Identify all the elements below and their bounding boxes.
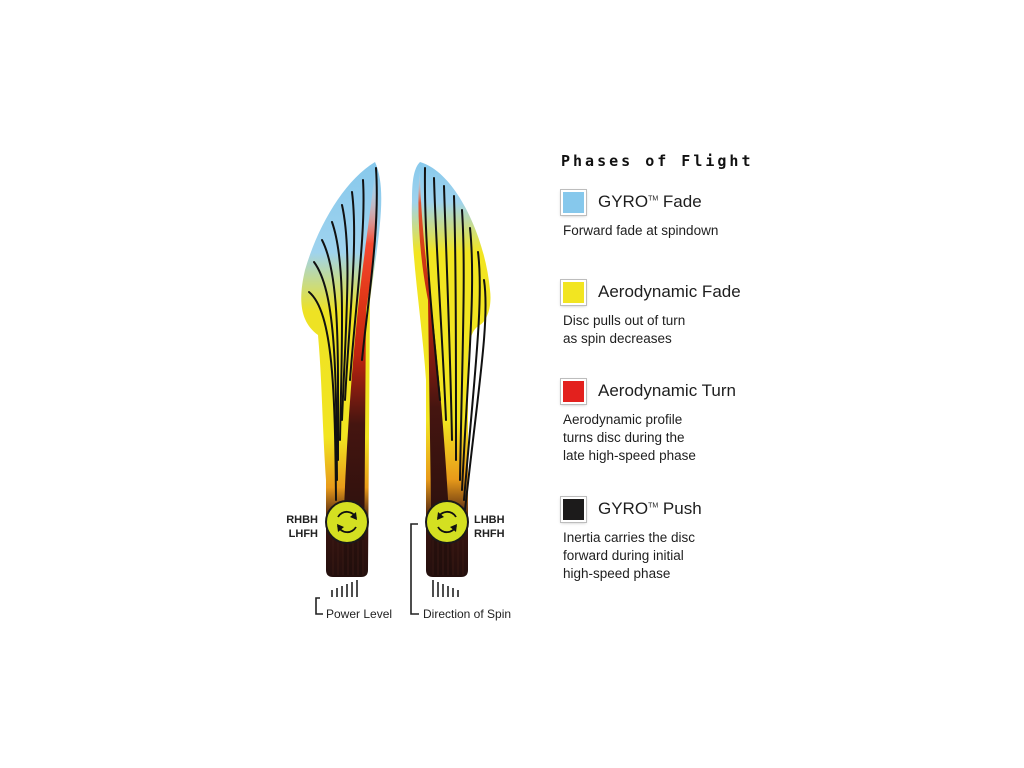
right-path-flow-lines xyxy=(423,167,487,511)
left-throw-type-1: RHBH xyxy=(286,514,318,526)
trademark-mark: TM xyxy=(648,195,659,203)
phase-description: Disc pulls out of turn as spin decreases xyxy=(563,313,686,346)
right-spin-icon xyxy=(425,500,469,544)
right-path-streaks xyxy=(432,540,464,575)
phase-description: Aerodynamic profile turns disc during th… xyxy=(563,412,696,463)
left-path-streaks xyxy=(332,540,364,575)
phase-name-text: GYRO xyxy=(598,192,649,211)
legend-title: Phases of Flight xyxy=(561,152,754,170)
left-throw-type-2: LHFH xyxy=(289,528,318,540)
phase-name: GYROTM Push xyxy=(598,499,702,519)
right-throw-type-1: LHBH xyxy=(474,514,505,526)
spin-direction-bracket xyxy=(410,523,419,615)
phase-header: GYROTM Fade xyxy=(561,188,718,216)
phase-name-text: GYRO xyxy=(598,499,649,518)
power-level-bracket xyxy=(315,597,323,615)
right-flight-path: LHBH RHFH Direction of Spin xyxy=(410,162,511,621)
right-path-core xyxy=(418,168,452,575)
phase-description: Forward fade at spindown xyxy=(563,223,719,238)
spin-direction-bars xyxy=(432,580,459,597)
phase-name: GYROTM Fade xyxy=(598,192,702,212)
phase-name-suffix: Push xyxy=(658,499,702,518)
color-swatch xyxy=(561,189,586,215)
color-swatch xyxy=(561,378,586,404)
phase-name-text: Aerodynamic Turn xyxy=(598,381,736,400)
phase-header: GYROTM Push xyxy=(561,495,702,523)
phase-name-suffix: Fade xyxy=(658,192,702,211)
left-path-core xyxy=(342,170,378,575)
phase-name-text: Aerodynamic Fade xyxy=(598,282,741,301)
phase-header: Aerodynamic Turn xyxy=(561,377,736,405)
right-throw-type-2: RHFH xyxy=(474,528,505,540)
trademark-mark: TM xyxy=(648,502,659,510)
phase-name: Aerodynamic Turn xyxy=(598,381,736,401)
left-path-flow-lines xyxy=(308,167,378,501)
phase-description: Inertia carries the disc forward during … xyxy=(563,530,696,581)
color-swatch xyxy=(561,496,586,522)
power-level-bars xyxy=(331,580,358,597)
power-level-label: Power Level xyxy=(326,607,392,621)
left-spin-icon xyxy=(325,500,369,544)
left-flight-path: RHBH LHFH Power Level xyxy=(286,162,392,621)
phase-header: Aerodynamic Fade xyxy=(561,278,741,306)
phase-name: Aerodynamic Fade xyxy=(598,282,741,302)
color-swatch xyxy=(561,279,586,305)
direction-of-spin-label: Direction of Spin xyxy=(423,607,511,621)
